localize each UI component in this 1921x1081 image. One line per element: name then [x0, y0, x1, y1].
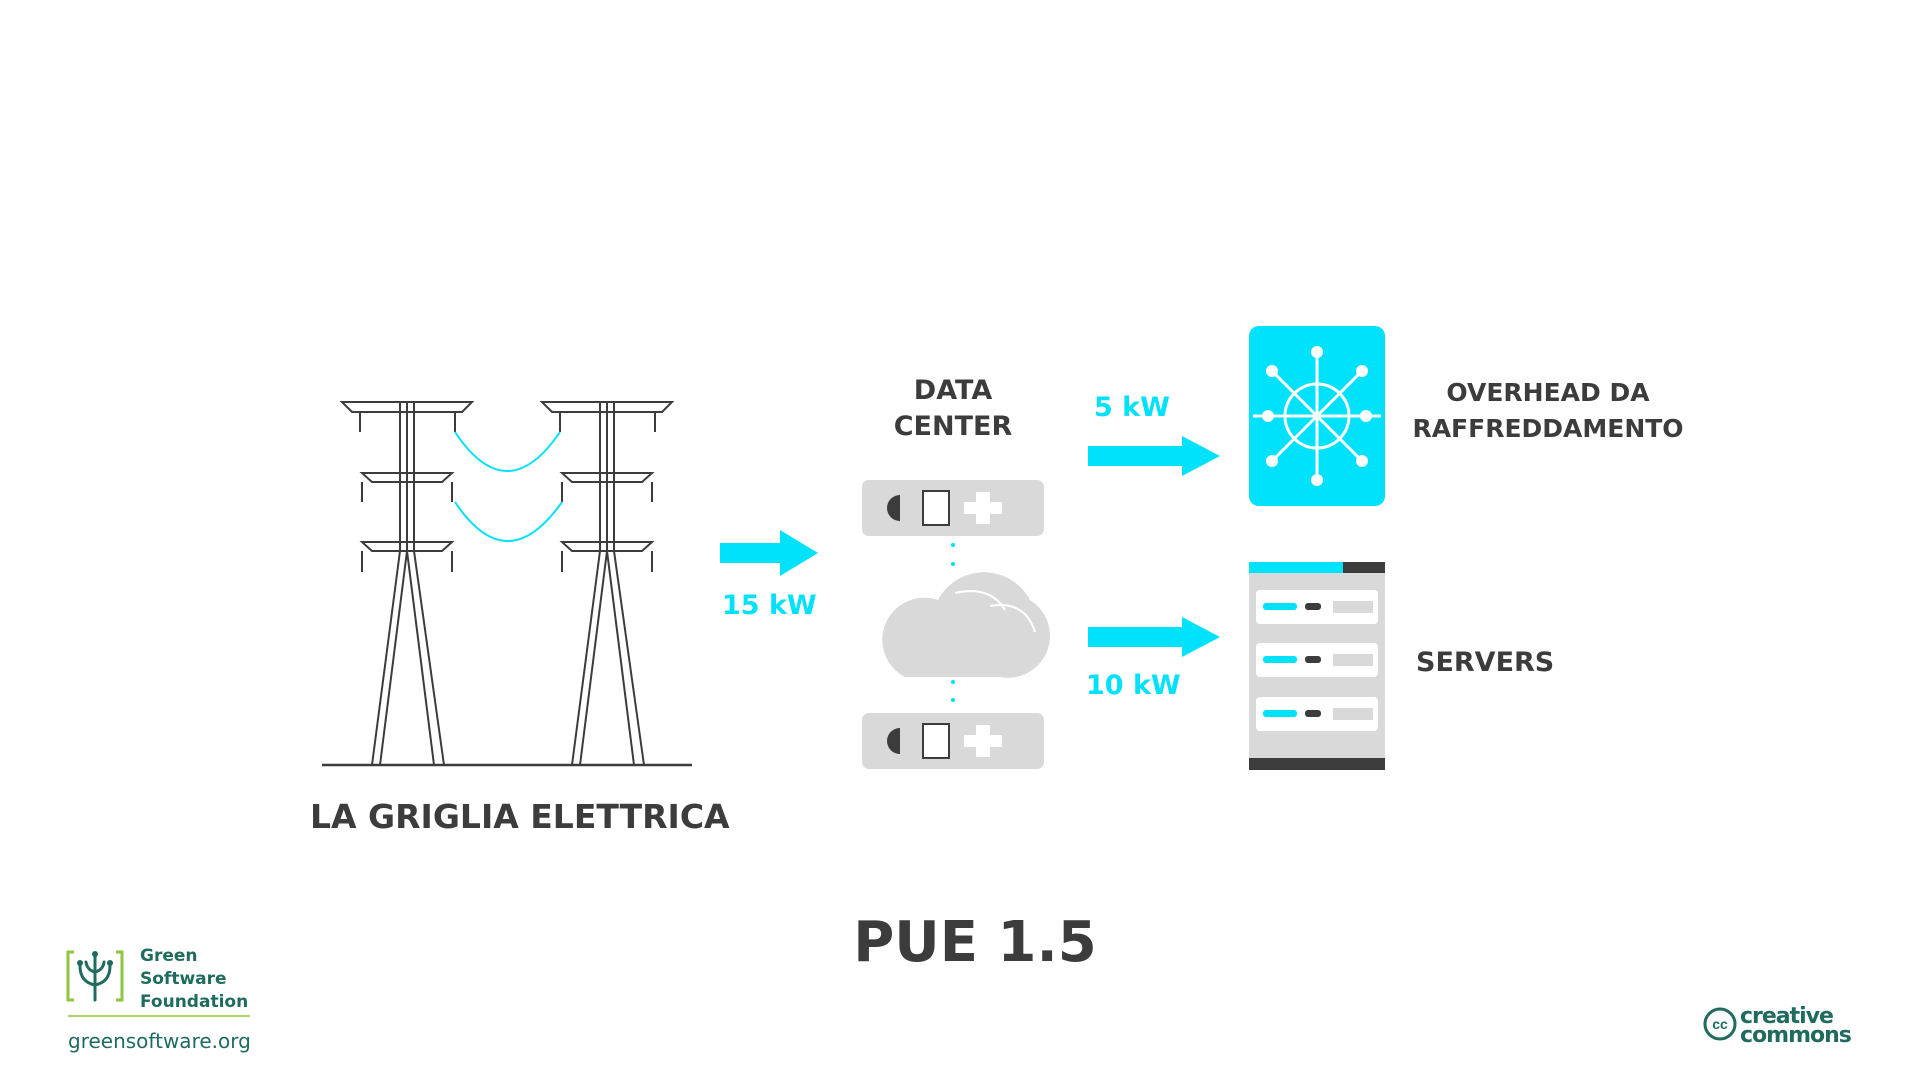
cc-line1: creative — [1740, 1004, 1834, 1029]
snowflake-icon — [1249, 326, 1385, 506]
gsf-line3: Foundation — [140, 992, 249, 1012]
cc-line2: commons — [1740, 1023, 1852, 1048]
cooling-flow-value: 5 kW — [1094, 392, 1170, 423]
server-blade-icon — [862, 713, 1044, 769]
server-rack-icon — [1249, 562, 1385, 770]
creative-commons-icon: cc — [1703, 1007, 1737, 1041]
input-flow-value: 15 kW — [722, 590, 817, 621]
datacenter-label-line2: CENTER — [893, 411, 1013, 442]
gsf-line2: Software — [140, 969, 227, 989]
gsf-name: Green Software Foundation — [140, 945, 248, 1014]
arrow-right-icon — [1088, 617, 1220, 657]
cloud-icon — [882, 572, 1050, 678]
servers-flow-value: 10 kW — [1086, 670, 1181, 701]
arrow-right-icon — [1088, 436, 1220, 476]
power-cables — [454, 431, 563, 542]
cc-wordmark: creative commons — [1740, 1004, 1852, 1048]
gsf-url-link[interactable]: greensoftware.org — [68, 1029, 251, 1053]
servers-label: SERVERS — [1416, 647, 1555, 678]
cooling-label-line2: RAFFREDDAMENTO — [1412, 414, 1684, 443]
gsf-line1: Green — [140, 946, 198, 966]
pue-label: PUE 1.5 — [853, 910, 1097, 975]
gsf-logo-icon — [66, 950, 250, 1017]
connector-dots — [951, 543, 955, 702]
arrow-right-icon — [720, 530, 818, 576]
grid-label: LA GRIGLIA ELETTRICA — [310, 797, 730, 836]
power-tower-icon — [322, 401, 692, 767]
svg-text:cc: cc — [1712, 1016, 1728, 1032]
datacenter-label-line1: DATA — [913, 375, 993, 406]
cooling-label-line1: OVERHEAD DA — [1446, 378, 1650, 407]
server-blade-icon — [862, 480, 1044, 536]
